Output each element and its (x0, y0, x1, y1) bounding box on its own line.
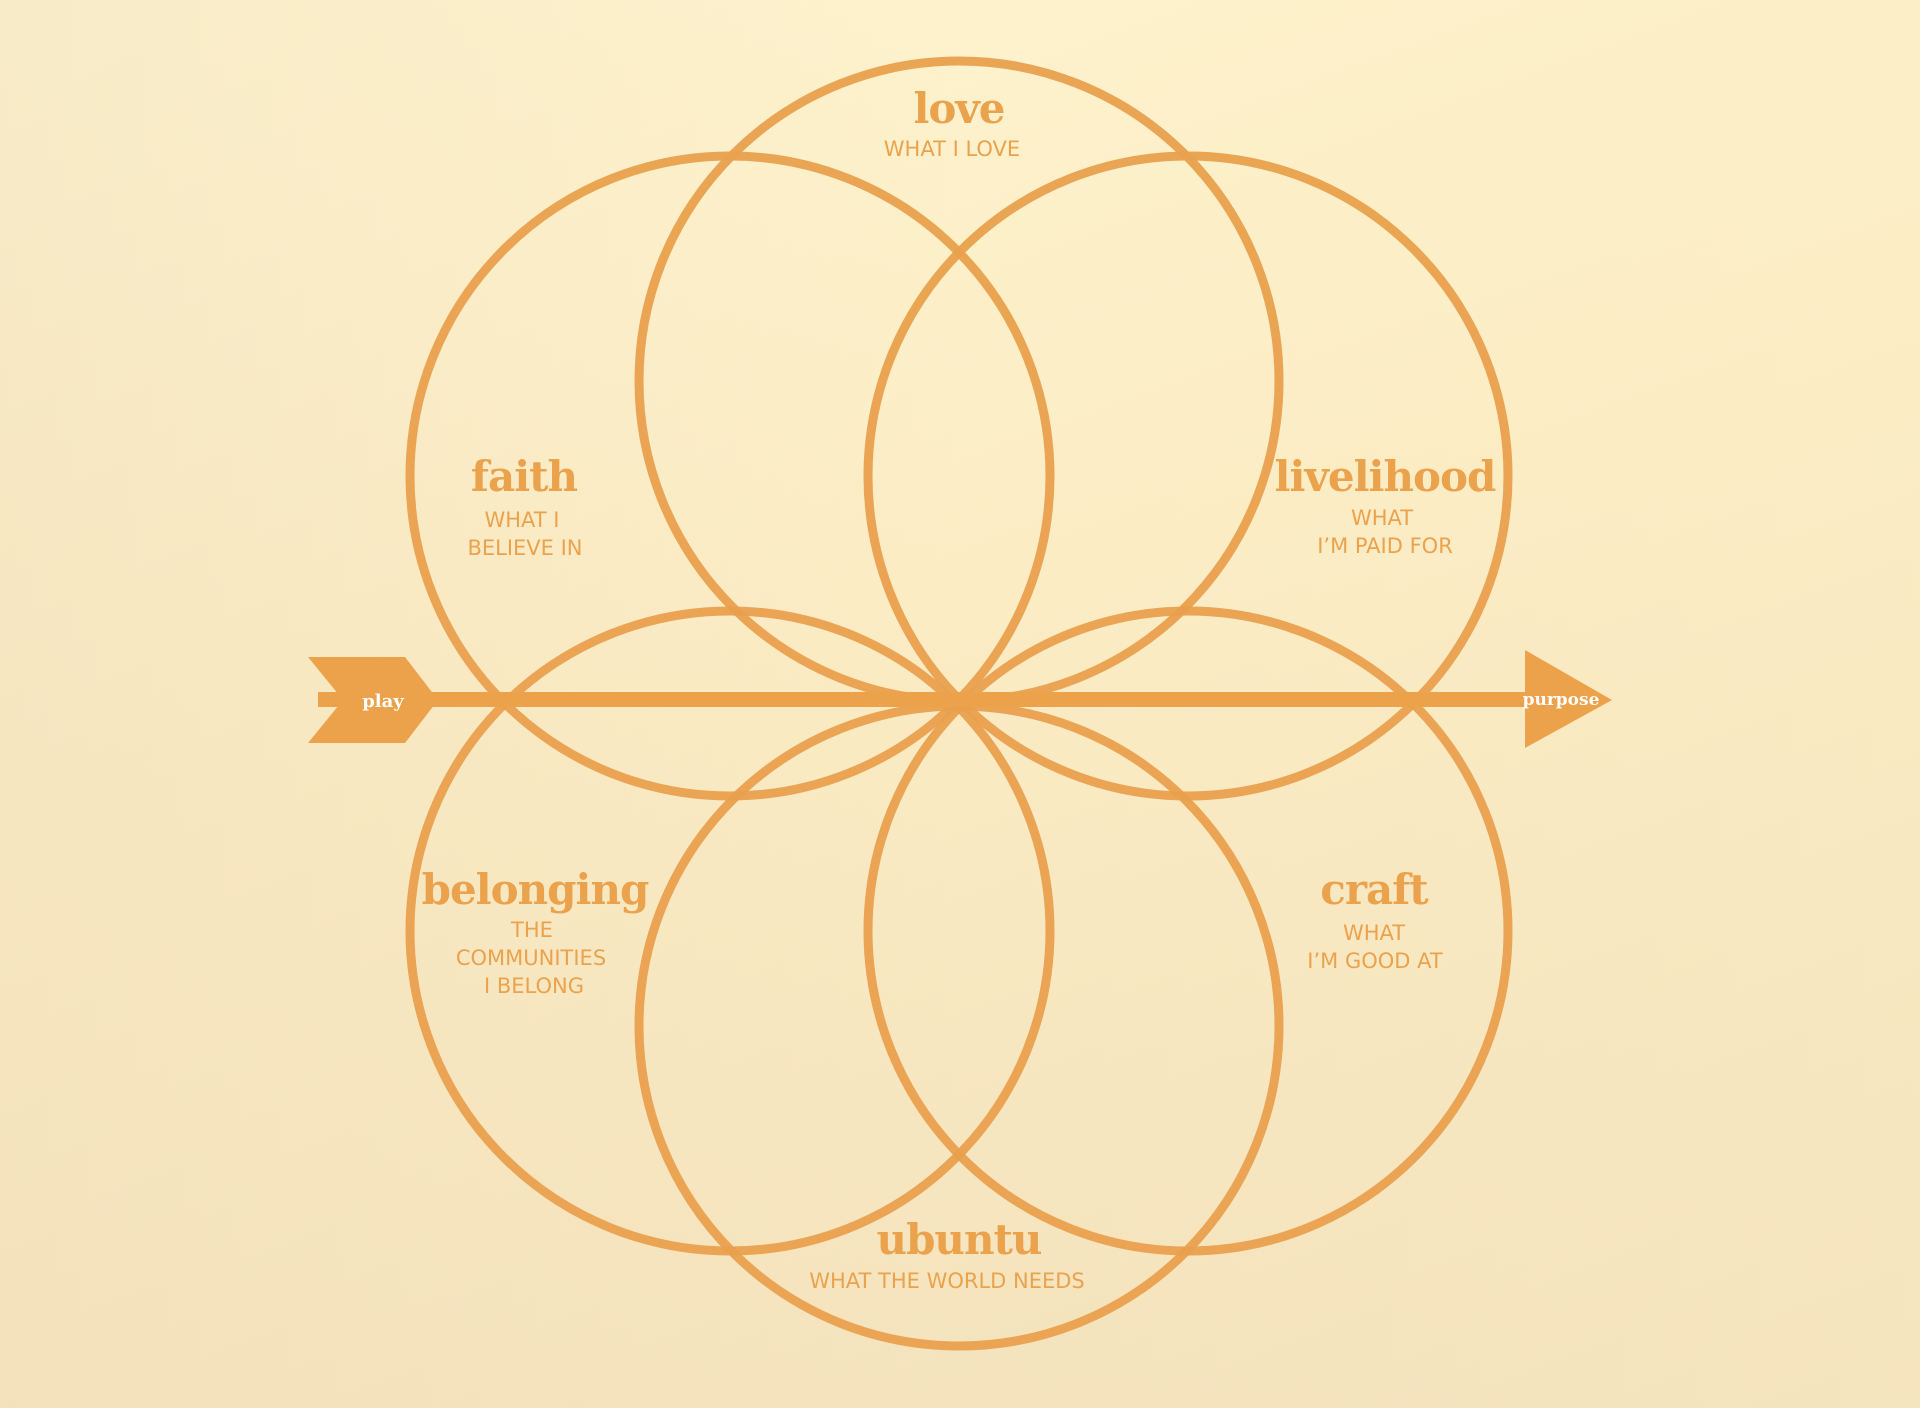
label-belonging: belonging THE COMMUNITIES I BELONG (422, 865, 650, 998)
arrow-head (1525, 650, 1612, 748)
circle-subtitle: WHAT (1343, 921, 1405, 945)
circle-title: faith (471, 452, 578, 501)
circle-title: belonging (422, 865, 649, 914)
arrow-end-label: purpose (1523, 690, 1600, 710)
circle-livelihood (863, 151, 1513, 801)
arrow-tail-fletching (308, 657, 438, 743)
circle-title: craft (1320, 865, 1429, 914)
circle-subtitle: I’M GOOD AT (1307, 949, 1443, 973)
label-love: love WHAT I LOVE (884, 84, 1020, 161)
label-faith: faith WHAT I BELIEVE IN (467, 452, 582, 560)
circle-title: ubuntu (877, 1215, 1042, 1264)
circle-faith (405, 151, 1055, 801)
circle-subtitle: I BELONG (484, 974, 584, 998)
circle-subtitle: WHAT I (485, 508, 560, 532)
circle-title: love (913, 84, 1004, 133)
circle-subtitle: COMMUNITIES (456, 946, 606, 970)
label-craft: craft WHAT I’M GOOD AT (1307, 865, 1443, 973)
circle-subtitle: WHAT THE WORLD NEEDS (809, 1269, 1085, 1293)
arrow-start-label: play (362, 691, 404, 712)
label-livelihood: livelihood WHAT I’M PAID FOR (1275, 452, 1498, 558)
circle-subtitle: WHAT (1351, 506, 1413, 530)
play-to-purpose-arrow: play purpose (308, 650, 1612, 748)
circle-subtitle: BELIEVE IN (467, 536, 582, 560)
arrow-shaft (318, 692, 1533, 707)
circle-subtitle: WHAT I LOVE (884, 137, 1020, 161)
circle-subtitle: I’M PAID FOR (1317, 534, 1453, 558)
label-ubuntu: ubuntu WHAT THE WORLD NEEDS (809, 1215, 1085, 1293)
circle-subtitle: THE (510, 918, 553, 942)
circle-title: livelihood (1275, 452, 1497, 501)
